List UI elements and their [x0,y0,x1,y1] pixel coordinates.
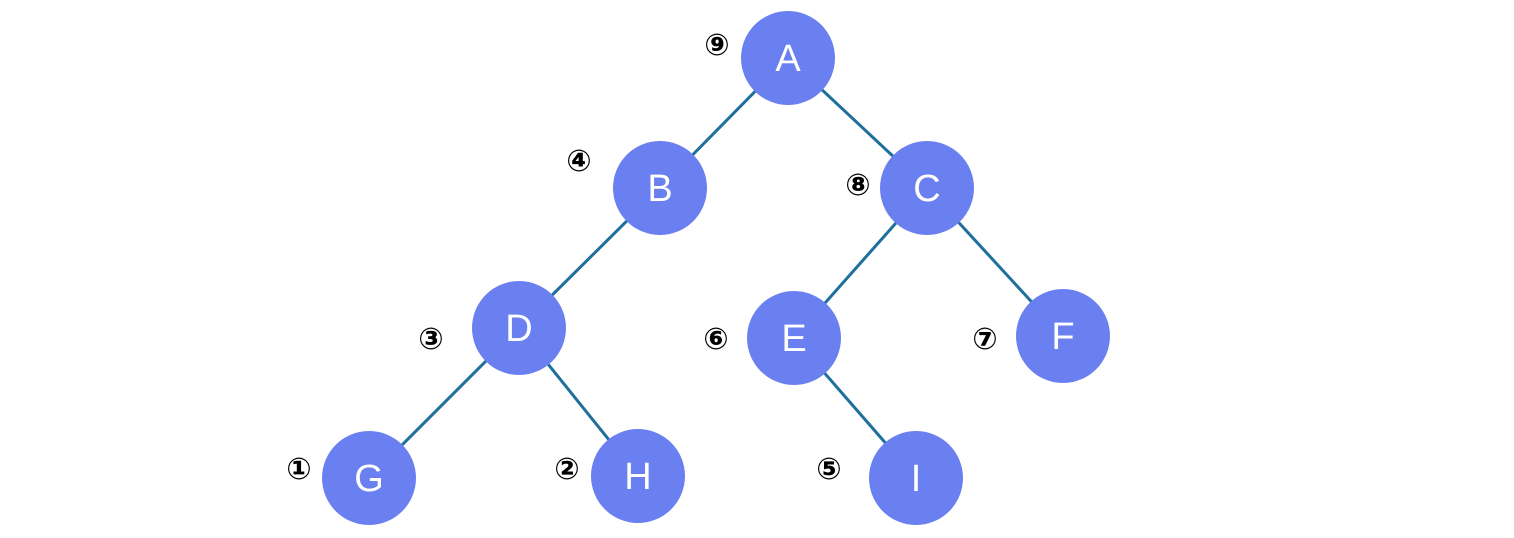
node-label: C [913,168,940,210]
traversal-order-label-c: ⑧ [845,168,870,203]
nodes-layer: A B C D E F G H I [322,11,1110,525]
node-label: F [1051,316,1074,358]
tree-node-g: G [322,431,416,525]
tree-node-c: C [880,141,974,235]
node-label: D [505,308,532,350]
node-circle [869,431,963,525]
traversal-order-label-g: ① [286,452,311,487]
node-circle [1016,289,1110,383]
tree-node-i: I [869,431,963,525]
node-circle [741,11,835,105]
order-labels-layer: ⑨ ④ ⑧ ③ ⑥ ⑦ ① ② ⑤ [286,28,997,487]
traversal-order-label-d: ③ [418,322,443,357]
node-label: E [781,318,806,360]
node-circle [591,429,685,523]
node-circle [747,291,841,385]
traversal-order-label-b: ④ [566,144,591,179]
node-label: B [647,168,672,210]
node-circle [322,431,416,525]
node-label: I [911,458,922,500]
tree-node-d: D [472,281,566,375]
node-circle [472,281,566,375]
node-label: A [775,38,801,80]
node-circle [880,141,974,235]
tree-node-a: A [741,11,835,105]
traversal-order-label-i: ⑤ [816,452,841,487]
traversal-order-label-e: ⑥ [703,322,728,357]
traversal-order-label-a: ⑨ [704,28,729,63]
tree-node-h: H [591,429,685,523]
traversal-order-label-f: ⑦ [972,322,997,357]
traversal-order-label-h: ② [554,452,579,487]
node-label: G [354,458,384,500]
node-circle [613,141,707,235]
node-label: H [624,456,651,498]
edges-layer [367,56,1065,480]
tree-node-e: E [747,291,841,385]
tree-node-b: B [613,141,707,235]
tree-node-f: F [1016,289,1110,383]
